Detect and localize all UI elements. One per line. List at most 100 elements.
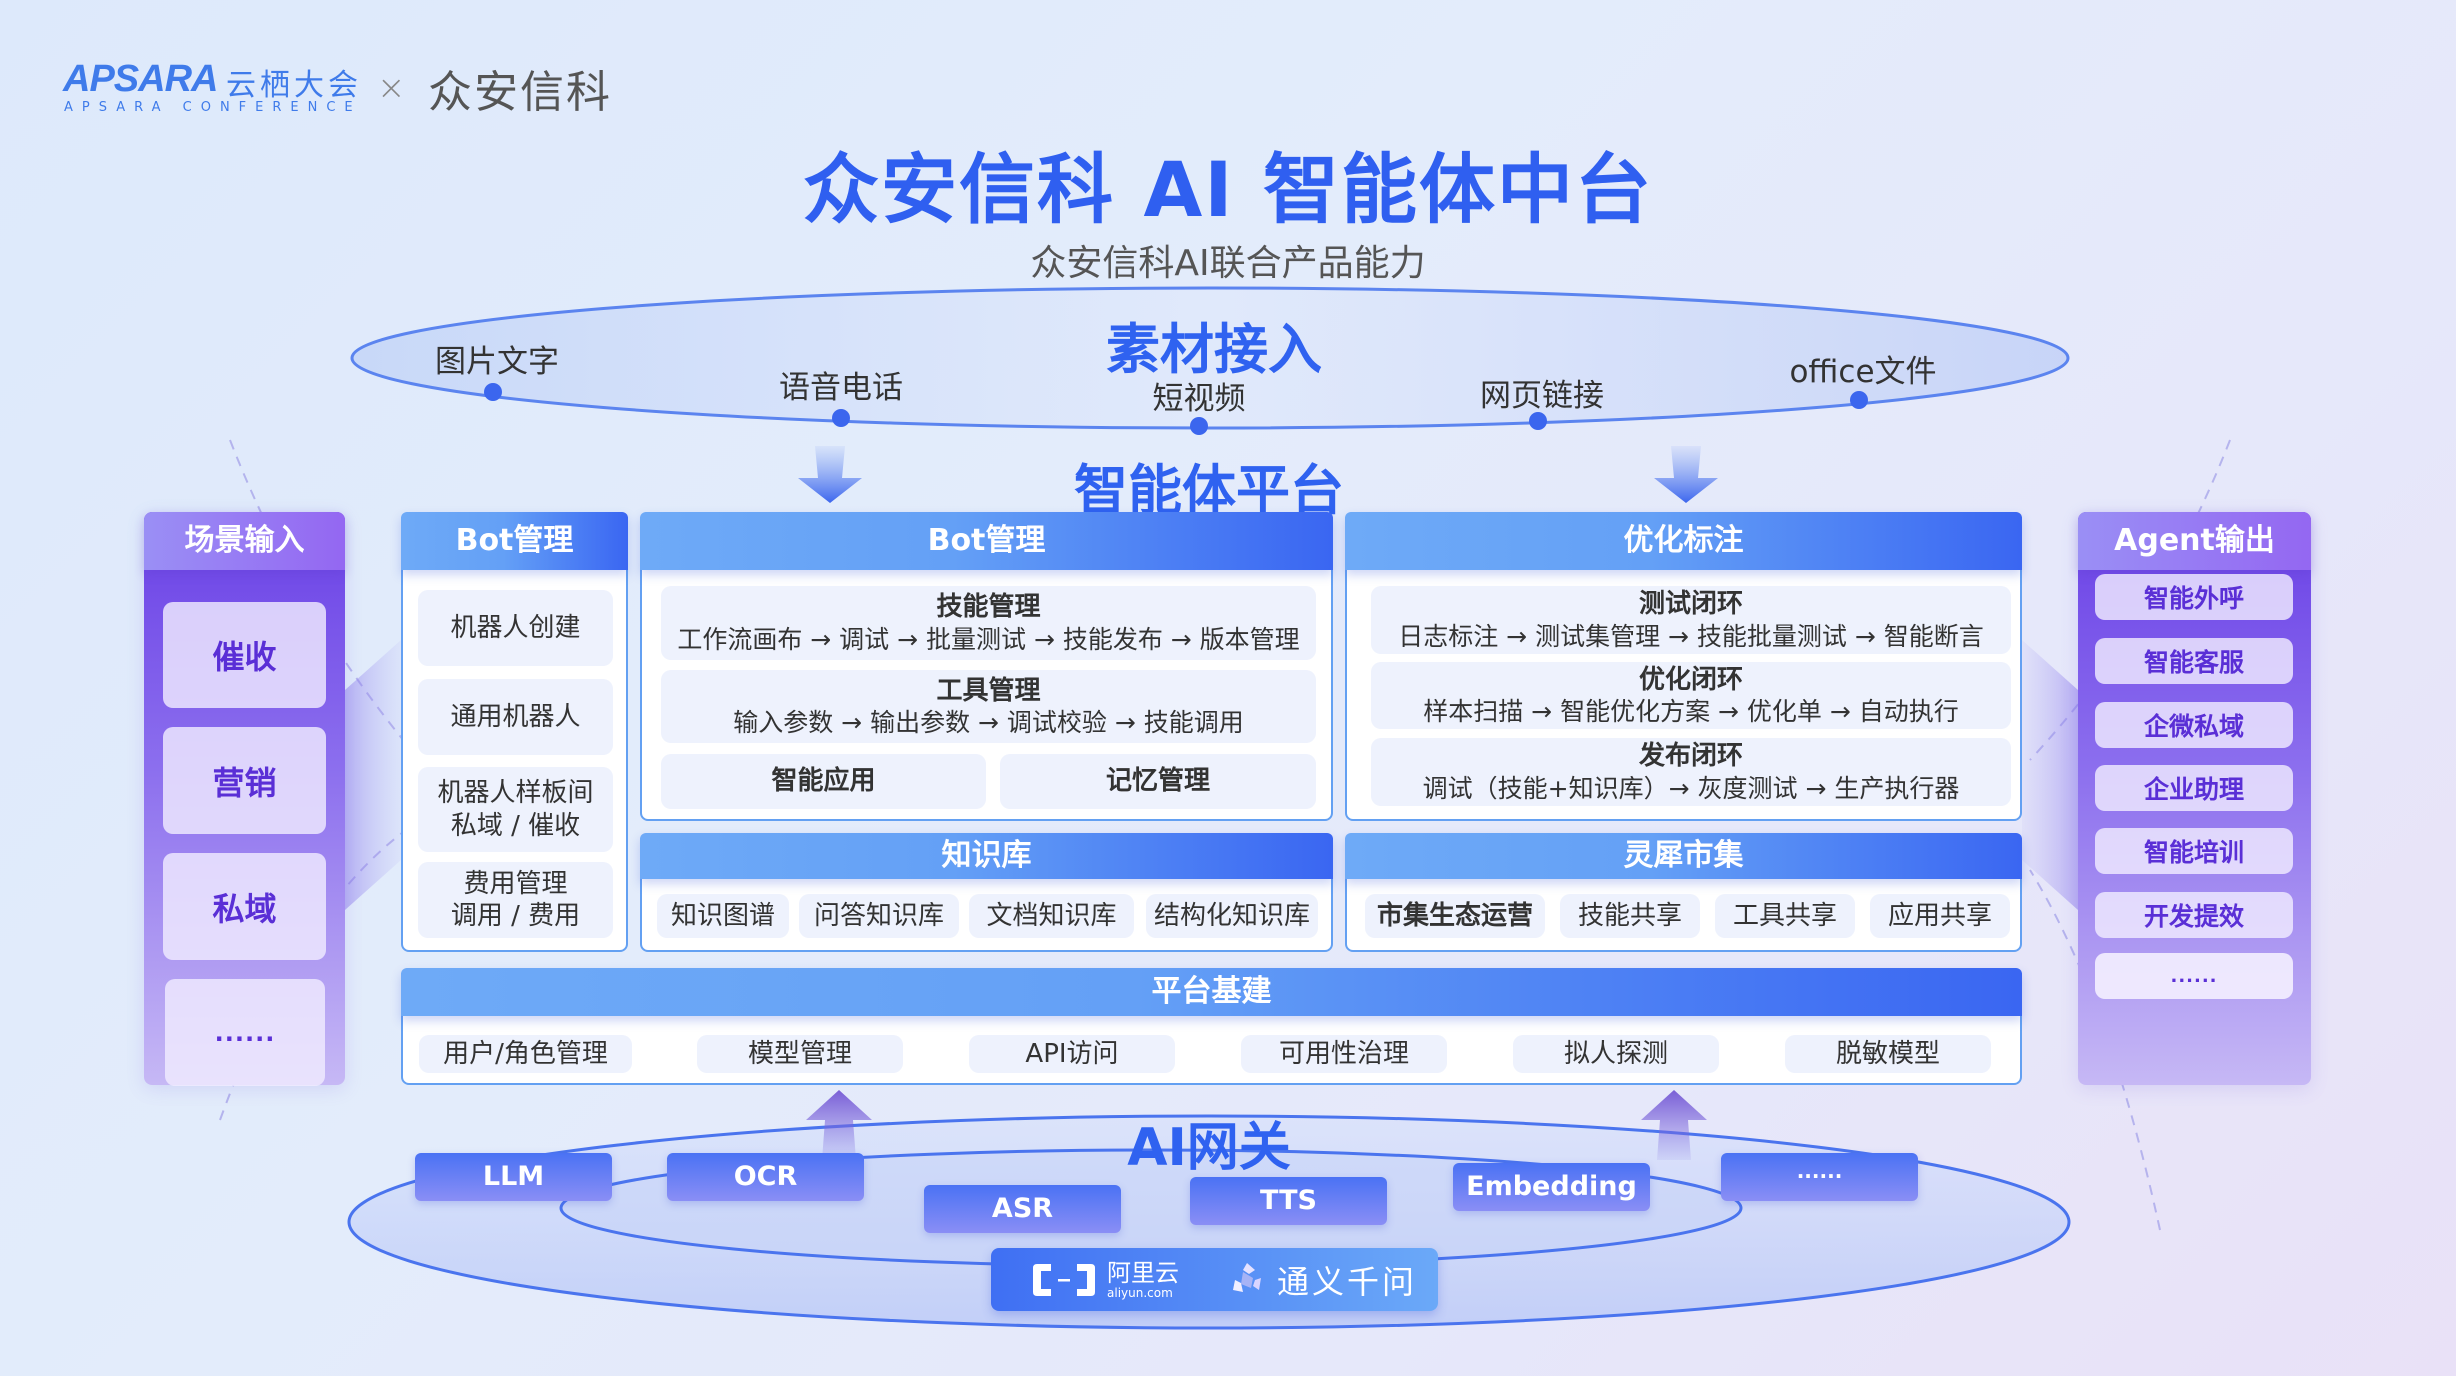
gateway-chip-tts[interactable]: TTS [1190, 1177, 1387, 1225]
bot-management-left-card: Bot管理 机器人创建 通用机器人 机器人样板间 私域 / 催收 费用管理 调用… [401, 512, 628, 952]
skill-management-heading: 技能管理 [936, 592, 1041, 623]
up-arrow-left [806, 1090, 872, 1160]
gateway-chip-more[interactable]: ...... [1721, 1153, 1918, 1201]
kb-item-structured[interactable]: 结构化知识库 [1146, 894, 1318, 938]
zhongan-logo: 众安信科 [428, 67, 612, 118]
skill-management-flow: 工作流画布 → 调试 → 批量测试 → 技能发布 → 版本管理 [677, 624, 1300, 654]
apsara-conference-text: APSARA CONFERENCE [64, 100, 362, 115]
scene-input-panel: 场景输入 催收 营销 私域 ...... [144, 512, 345, 1086]
bot-showroom-item[interactable]: 机器人样板间 私域 / 催收 [418, 767, 613, 852]
knowledge-base-card: 知识库 知识图谱 问答知识库 文档知识库 结构化知识库 [640, 833, 1333, 952]
release-loop-item[interactable]: 发布闭环 调试（技能+知识库）→ 灰度测试 → 生产执行器 [1371, 738, 2011, 806]
agent-output-title: Agent输出 [2078, 512, 2311, 570]
infra-item-model-mgmt[interactable]: 模型管理 [697, 1035, 903, 1073]
bot-showroom-label: 机器人样板间 [437, 778, 594, 808]
page-title: 众安信科 AI 智能体中台 [802, 145, 1653, 234]
aliyun-cn-text: 阿里云 [1107, 1258, 1179, 1287]
skill-management-item[interactable]: 技能管理 工作流画布 → 调试 → 批量测试 → 技能发布 → 版本管理 [661, 586, 1316, 660]
agent-item-wecom[interactable]: 企微私域 [2095, 702, 2293, 748]
infra-item-human-detect[interactable]: 拟人探测 [1513, 1035, 1719, 1073]
scene-input-title: 场景输入 [144, 512, 345, 570]
source-voice-call: 语音电话 [779, 370, 903, 406]
ai-gateway-label: AI网关 [1127, 1118, 1291, 1178]
test-loop-flow: 日志标注 → 测试集管理 → 技能批量测试 → 智能断言 [1398, 621, 1984, 651]
apsara-logo: APSARA [63, 58, 218, 100]
kb-item-document[interactable]: 文档知识库 [969, 894, 1134, 938]
infra-item-api-access[interactable]: API访问 [969, 1035, 1175, 1073]
agent-item-dev-efficiency[interactable]: 开发提效 [2095, 892, 2293, 938]
tool-management-item[interactable]: 工具管理 输入参数 → 输出参数 → 调试校验 → 技能调用 [661, 670, 1316, 743]
knowledge-base-title: 知识库 [640, 833, 1333, 879]
bot-create-item[interactable]: 机器人创建 [418, 590, 613, 666]
bot-management-left-title: Bot管理 [401, 512, 628, 570]
infra-item-desensitize[interactable]: 脱敏模型 [1785, 1035, 1991, 1073]
agent-output-panel: Agent输出 智能外呼 智能客服 企微私域 企业助理 智能培训 开发提效 ..… [2078, 512, 2311, 1085]
kb-item-graph[interactable]: 知识图谱 [657, 894, 789, 938]
left-glow [345, 640, 401, 910]
source-office-file: office文件 [1789, 354, 1937, 390]
page-subtitle: 众安信科AI联合产品能力 [1030, 243, 1426, 284]
aliyun-logo-icon [1033, 1263, 1095, 1296]
infra-item-user-role[interactable]: 用户/角色管理 [419, 1035, 632, 1073]
apsara-cn-logo: 云栖大会 [226, 68, 362, 103]
down-arrow-right [1654, 446, 1718, 503]
bot-management-main-card: Bot管理 技能管理 工作流画布 → 调试 → 批量测试 → 技能发布 → 版本… [640, 512, 1333, 821]
optimize-loop-item[interactable]: 优化闭环 样本扫描 → 智能优化方案 → 优化单 → 自动执行 [1371, 662, 2011, 729]
aliyun-domain-text: aliyun.com [1107, 1285, 1173, 1300]
release-loop-flow: 调试（技能+知识库）→ 灰度测试 → 生产执行器 [1422, 773, 1960, 803]
scene-item-more[interactable]: ...... [165, 979, 325, 1086]
agent-item-smart-service[interactable]: 智能客服 [2095, 638, 2293, 684]
platform-infra-title: 平台基建 [401, 968, 2022, 1016]
fee-management-label: 费用管理 [463, 868, 568, 899]
gateway-chip-llm[interactable]: LLM [415, 1153, 612, 1201]
gateway-chip-ocr[interactable]: OCR [667, 1153, 864, 1201]
bot-showroom-sub: 私域 / 催收 [450, 810, 581, 841]
tongyi-logo-icon [1233, 1262, 1261, 1292]
down-arrow-left [798, 446, 862, 503]
agent-item-more[interactable]: ...... [2095, 953, 2293, 999]
optimize-loop-flow: 样本扫描 → 智能优化方案 → 优化单 → 自动执行 [1423, 697, 1959, 727]
tool-management-flow: 输入参数 → 输出参数 → 调试校验 → 技能调用 [733, 708, 1244, 738]
kb-item-qa[interactable]: 问答知识库 [799, 894, 959, 938]
generic-bot-item[interactable]: 通用机器人 [418, 679, 613, 755]
generic-bot-label: 通用机器人 [450, 701, 581, 732]
gateway-chip-embedding[interactable]: Embedding [1453, 1163, 1650, 1211]
market-item-skill-share[interactable]: 技能共享 [1560, 894, 1700, 938]
source-dots [484, 383, 1868, 435]
source-image-text: 图片文字 [435, 344, 559, 380]
lingxi-market-card: 灵犀市集 市集生态运营 技能共享 工具共享 应用共享 [1345, 833, 2022, 952]
optimization-title: 优化标注 [1345, 512, 2022, 570]
material-ellipse [350, 286, 2070, 430]
scene-item-marketing[interactable]: 营销 [163, 727, 326, 834]
tongyi-text: 通义千问 [1277, 1262, 1418, 1301]
optimization-card: 优化标注 测试闭环 日志标注 → 测试集管理 → 技能批量测试 → 智能断言 优… [1345, 512, 2022, 821]
tool-management-heading: 工具管理 [936, 675, 1041, 706]
test-loop-heading: 测试闭环 [1638, 589, 1743, 620]
market-item-tool-share[interactable]: 工具共享 [1715, 894, 1855, 938]
market-item-app-share[interactable]: 应用共享 [1870, 894, 2010, 938]
memory-management-item[interactable]: 记忆管理 [1000, 754, 1316, 809]
source-short-video: 短视频 [1152, 381, 1246, 417]
infra-item-availability[interactable]: 可用性治理 [1241, 1035, 1447, 1073]
right-glow [2022, 640, 2078, 910]
bot-create-label: 机器人创建 [450, 612, 581, 643]
material-access-label: 素材接入 [1106, 318, 1322, 381]
test-loop-item[interactable]: 测试闭环 日志标注 → 测试集管理 → 技能批量测试 → 智能断言 [1371, 586, 2011, 654]
source-web-link: 网页链接 [1480, 378, 1604, 414]
up-arrow-right [1641, 1090, 1707, 1160]
release-loop-heading: 发布闭环 [1638, 741, 1743, 772]
lingxi-market-title: 灵犀市集 [1345, 833, 2022, 879]
platform-infra-card: 平台基建 用户/角色管理 模型管理 API访问 可用性治理 拟人探测 脱敏模型 [401, 968, 2022, 1085]
gateway-chip-asr[interactable]: ASR [924, 1185, 1121, 1233]
scene-item-collection[interactable]: 催收 [163, 602, 326, 708]
provider-bar: 阿里云 aliyun.com 通义千问 [991, 1248, 1438, 1311]
scene-item-private-domain[interactable]: 私域 [163, 853, 326, 960]
agent-item-assistant[interactable]: 企业助理 [2095, 765, 2293, 811]
smart-app-item[interactable]: 智能应用 [661, 754, 986, 809]
fee-management-item[interactable]: 费用管理 调用 / 费用 [418, 862, 613, 938]
market-item-ecosystem[interactable]: 市集生态运营 [1365, 894, 1545, 938]
logo-separator: × [377, 68, 406, 108]
platform-label: 智能体平台 [1074, 459, 1344, 522]
agent-item-training[interactable]: 智能培训 [2095, 828, 2293, 874]
agent-item-smart-call[interactable]: 智能外呼 [2095, 574, 2293, 620]
